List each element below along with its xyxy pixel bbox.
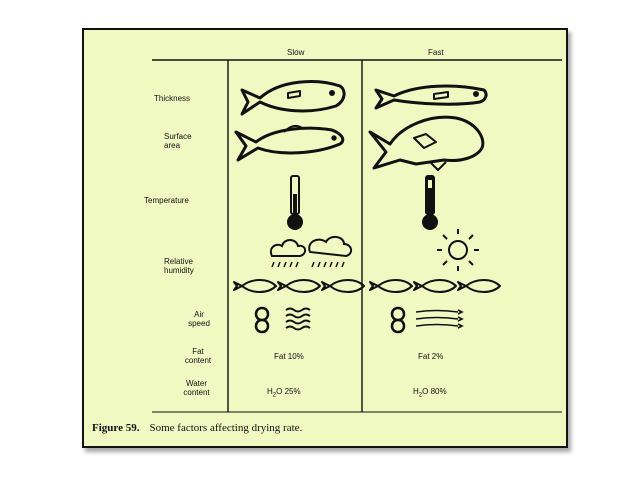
fish-small-area-icon (234, 124, 345, 162)
rain-clouds-icon (270, 236, 352, 268)
label-surface-area: Surface area (164, 132, 192, 150)
header-fast: Fast (428, 48, 444, 57)
drying-factors-illustration (152, 59, 562, 413)
label-fat-content: Fat content (184, 347, 212, 365)
caption-label: Figure 59. (92, 422, 140, 434)
fish-thin-icon (374, 84, 488, 110)
fish-row-fast-icon (369, 279, 501, 293)
label-air-speed: Air speed (188, 310, 210, 328)
fish-large-area-icon (368, 115, 485, 171)
header-slow: Slow (287, 48, 305, 57)
caption-text: Some factors affecting drying rate. (149, 422, 303, 434)
label-temperature: Temperature (144, 196, 189, 205)
label-relative-humidity: Relative humidity (164, 257, 194, 275)
figure-caption: Figure 59. Some factors affecting drying … (92, 422, 302, 434)
thermometer-hot-icon (422, 175, 438, 230)
figure-panel: Slow Fast Thickness Surface area Tempera… (82, 28, 568, 448)
fast-airflow-icon (415, 309, 464, 329)
value-fat-fast: Fat 2% (418, 352, 444, 361)
label-thickness: Thickness (154, 94, 191, 103)
fish-row-slow-icon (233, 279, 365, 293)
figure-eight-fast-icon (390, 306, 406, 334)
fish-thick-icon (240, 80, 346, 116)
figure-eight-slow-icon (254, 306, 270, 334)
thermometer-cold-icon (287, 175, 303, 230)
sun-icon (437, 229, 479, 271)
value-water-slow: H2O 25% (267, 387, 301, 399)
turbulent-air-icon (285, 307, 311, 331)
value-water-fast: H2O 80% (413, 387, 447, 399)
label-water-content: Water content (183, 379, 210, 397)
value-fat-slow: Fat 10% (274, 352, 304, 361)
